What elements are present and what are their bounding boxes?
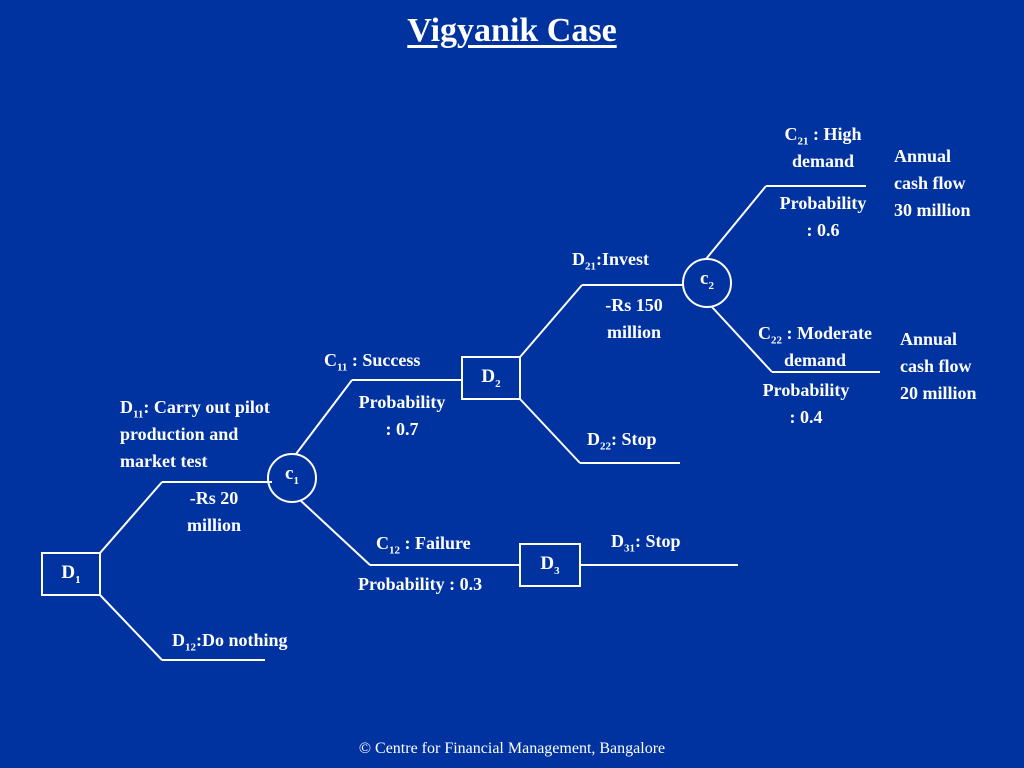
- label-c21: C21 : High demand: [784, 124, 862, 171]
- label-d11: D11: Carry out pilot production and mark…: [120, 397, 270, 471]
- label-c22-cash-flow: Annual cash flow 20 million: [900, 329, 977, 403]
- slide-footer: © Centre for Financial Management, Banga…: [358, 740, 666, 757]
- branch-c2-to-c22: [711, 306, 773, 373]
- label-c12: C12 : Failure: [376, 533, 471, 557]
- node-label-d2: D2: [481, 366, 501, 390]
- label-d11-cost: -Rs 20 million: [186, 488, 241, 535]
- node-circle-c1: [267, 453, 317, 503]
- label-d22: D22: Stop: [587, 429, 657, 453]
- branch-d2-to-d22: [519, 398, 581, 464]
- label-d31: D31: Stop: [611, 531, 681, 555]
- node-box-d1: [41, 552, 101, 596]
- label-d12: D12:Do nothing: [172, 630, 288, 654]
- label-c21-probability: Probability : 0.6: [779, 193, 867, 240]
- node-box-d2: [461, 356, 521, 400]
- label-c22-probability: Probability : 0.4: [762, 380, 850, 427]
- node-label-c1: c1: [285, 463, 299, 487]
- branch-c1-to-c12: [299, 499, 371, 566]
- label-c12-probability: Probability : 0.3: [358, 574, 483, 594]
- slide-title: Vigyanik Case: [407, 12, 617, 49]
- branch-d1-to-d11: [99, 481, 163, 554]
- label-d21: D21:Invest: [572, 249, 649, 273]
- label-d21-cost: -Rs 150 million: [605, 295, 663, 342]
- branch-c1-to-c11: [295, 379, 353, 455]
- branch-d1-to-d12: [99, 594, 163, 661]
- node-label-c2: c2: [700, 268, 714, 292]
- node-label-d3: D3: [540, 553, 560, 577]
- node-label-d1: D1: [61, 562, 81, 586]
- label-c21-cash-flow: Annual cash flow 30 million: [894, 146, 971, 220]
- branch-d2-to-d21: [519, 284, 583, 358]
- label-c11-probability: Probability : 0.7: [358, 392, 446, 439]
- branch-c2-to-c21: [705, 185, 767, 260]
- label-c22: C22 : Moderate demand: [758, 323, 872, 370]
- label-c11: C11 : Success: [324, 350, 421, 374]
